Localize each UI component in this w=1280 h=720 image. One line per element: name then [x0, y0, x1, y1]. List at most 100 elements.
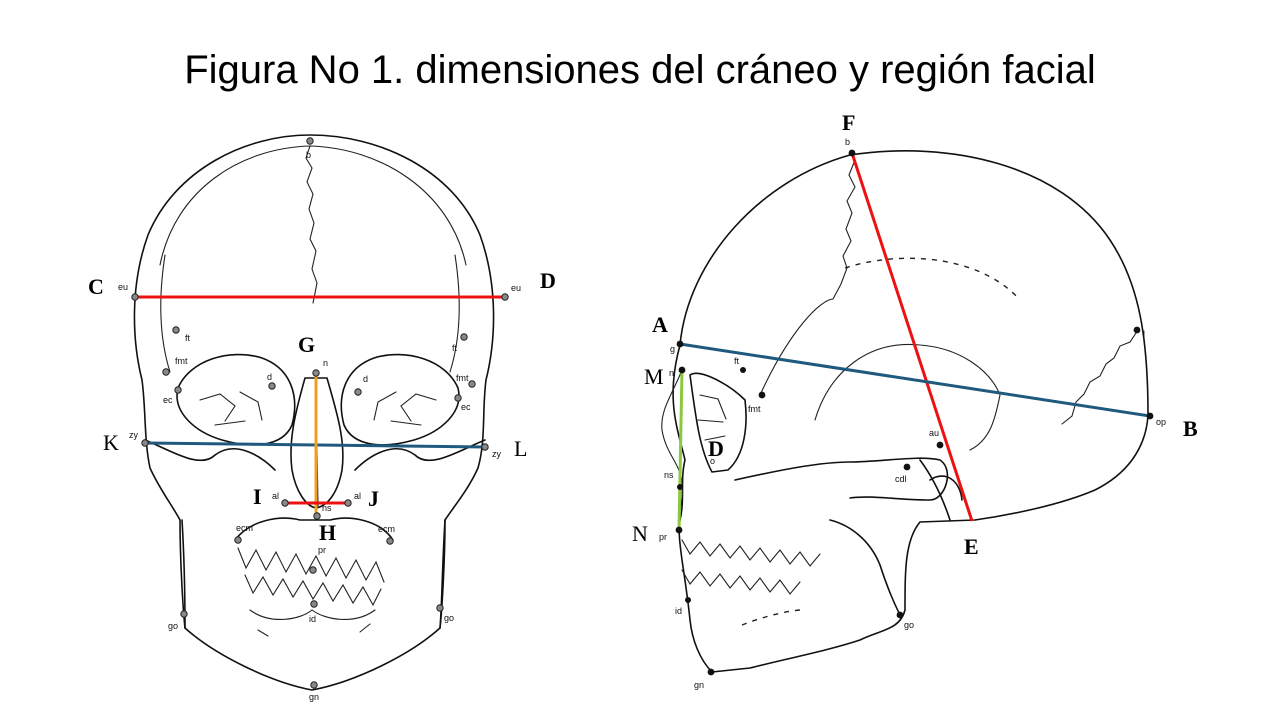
front-mandible-detail [249, 609, 376, 637]
side-orbit-detail [697, 394, 727, 441]
landmark-op-side [1146, 412, 1154, 420]
label-ft-left: ft [185, 333, 191, 343]
label-id-side: id [675, 606, 682, 616]
label-eu-right: eu [511, 283, 521, 293]
landmark-ns-front [313, 512, 321, 520]
label-l-side: l [1143, 329, 1145, 339]
label-au-side: au [929, 428, 939, 438]
label-op-side: op [1156, 417, 1166, 427]
letter-G: G [298, 332, 315, 357]
front-letters: C D G H I J K L [88, 268, 556, 545]
landmark-ft-side [740, 367, 746, 373]
label-gn-side: gn [694, 680, 704, 690]
label-ec-right: ec [461, 402, 471, 412]
label-fmt-side: fmt [748, 404, 761, 414]
label-d-left: d [267, 372, 272, 382]
letter-F: F [842, 110, 855, 135]
landmark-ec-left [174, 386, 182, 394]
front-inner-vault [159, 145, 467, 266]
label-b-front: b [306, 150, 311, 160]
label-n-side: n [669, 368, 674, 378]
front-right-cheek [354, 439, 486, 471]
side-landmarks: b g n ft fmt l op au cdl ns pr id go gn … [659, 137, 1166, 690]
letter-A: A [652, 312, 668, 337]
label-ns-side: ns [664, 470, 674, 480]
front-maxilla [234, 517, 394, 541]
side-squamous-suture [814, 343, 1001, 451]
side-coronal-suture [759, 159, 856, 396]
landmark-d-right [354, 388, 362, 396]
line-M-N [677, 369, 684, 531]
label-gn-front: gn [309, 692, 319, 702]
label-al-right: al [354, 491, 361, 501]
landmark-fmt-right [468, 380, 476, 388]
landmark-n-front [312, 369, 320, 377]
landmark-b-front [306, 137, 314, 145]
landmark-zy-right [481, 443, 489, 451]
front-right-orbit [340, 353, 460, 446]
landmark-fmt-left [162, 368, 170, 376]
landmark-go-right [436, 604, 444, 612]
front-left-orbit [176, 353, 296, 446]
letter-N: N [632, 521, 648, 546]
letter-L: L [514, 436, 527, 461]
label-al-left: al [272, 491, 279, 501]
side-mandible-ramus [829, 519, 901, 616]
label-fmt-left: fmt [175, 356, 188, 366]
letter-K: K [103, 430, 119, 455]
label-fmt-right: fmt [456, 373, 469, 383]
landmark-zy-left [141, 439, 149, 447]
landmark-ft-right [460, 333, 468, 341]
line-A-B [679, 342, 1151, 418]
letter-I: I [253, 484, 262, 509]
label-o-side: o [710, 456, 715, 466]
landmark-ft-left [172, 326, 180, 334]
side-lower-teeth [681, 569, 801, 595]
label-eu-left: eu [118, 282, 128, 292]
label-cdl-side: cdl [895, 474, 907, 484]
measurement-lines [135, 152, 1151, 531]
side-lambdoid-suture [1061, 329, 1139, 425]
side-temporal-line [844, 257, 1021, 301]
front-left-cheek [144, 439, 276, 471]
label-go-right: go [444, 613, 454, 623]
landmark-id-front [310, 600, 318, 608]
side-mandible-dash [741, 609, 801, 626]
front-cranium-outline [133, 134, 495, 691]
figure-title: Figura No 1. dimensiones del cráneo y re… [184, 48, 1096, 92]
label-ns-front: ns [322, 503, 332, 513]
landmark-ecm-left [234, 536, 242, 544]
front-landmarks: b eu eu ft ft fmt fmt ec ec d d n zy zy … [118, 137, 521, 702]
landmark-d-left [268, 382, 276, 390]
front-lower-teeth [244, 574, 382, 607]
landmark-al-right [344, 499, 352, 507]
front-upper-teeth [237, 547, 385, 583]
side-cranium-outline [672, 150, 1149, 673]
label-go-side: go [904, 620, 914, 630]
label-ec-left: ec [163, 395, 173, 405]
front-right-temporal-line [449, 254, 460, 373]
landmark-eu-left [131, 293, 139, 301]
letter-D-side: D [708, 436, 724, 461]
landmark-gn-side [707, 668, 715, 676]
side-mastoid [919, 459, 963, 521]
label-b-side: b [845, 137, 850, 147]
label-ecm-left: ecm [236, 523, 253, 533]
letter-D-front: D [540, 268, 556, 293]
landmark-pr-front [309, 566, 317, 574]
letter-B: B [1183, 416, 1198, 441]
label-ecm-right: ecm [378, 524, 395, 534]
landmark-l-side [1133, 326, 1141, 334]
label-pr-side: pr [659, 532, 667, 542]
landmark-g-side [676, 340, 684, 348]
side-orbit [689, 372, 747, 473]
letter-C: C [88, 274, 104, 299]
side-letters: F A M D B E N [632, 110, 1198, 559]
landmark-pr-side [675, 526, 683, 534]
label-zy-right: zy [492, 449, 502, 459]
label-g-side: g [670, 344, 675, 354]
side-upper-teeth [681, 539, 821, 567]
side-skull-view [661, 150, 1149, 673]
front-sagittal-suture [305, 145, 318, 304]
